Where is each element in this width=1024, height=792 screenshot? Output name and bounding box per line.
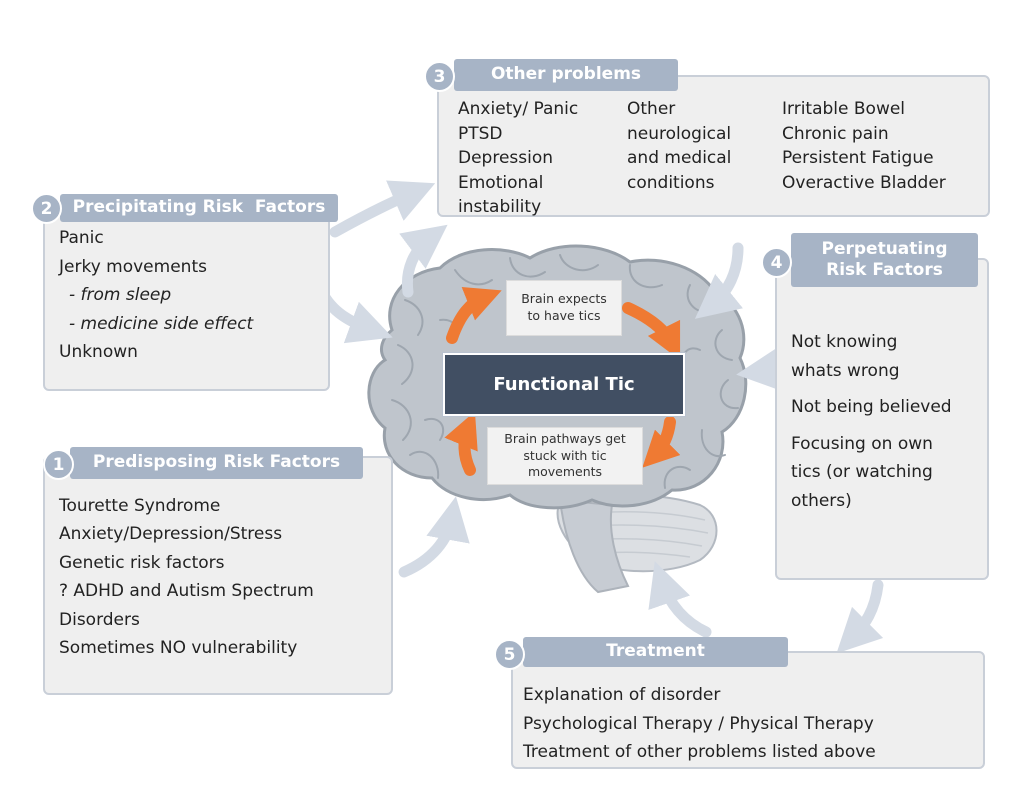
perpetuating-header: Perpetuating Risk Factors — [791, 233, 978, 287]
cycle-arrow-top-right — [622, 302, 681, 361]
step-4-number: 4 — [770, 252, 783, 273]
perpetuating-item2: Not being believed — [791, 397, 952, 417]
list-item: neurological — [627, 123, 732, 144]
list-item: ? ADHD and Autism Spectrum — [59, 581, 314, 602]
list-item: PTSD — [458, 123, 503, 144]
list-item: Emotional — [458, 172, 544, 193]
arrow-3-to-brain — [694, 242, 744, 319]
arrow-brain-to-3 — [399, 224, 448, 298]
list-item: Tourette Syndrome — [59, 496, 221, 516]
step-5-badge: 5 — [494, 639, 525, 670]
list-item: Anxiety/Depression/Stress — [59, 524, 283, 545]
arrow-1-to-brain — [398, 496, 470, 578]
list-item: Sometimes NO vulnerability — [59, 638, 298, 659]
arrow-4-to-5 — [836, 579, 884, 654]
list-item: instability — [458, 197, 542, 218]
step-5-number: 5 — [503, 644, 516, 665]
list-item: Persistent Fatigue — [782, 148, 934, 169]
perpetuating-item3-line1: Focusing on own — [791, 433, 933, 454]
step-1-badge: 1 — [43, 449, 74, 480]
list-item: Jerky movements — [59, 256, 207, 277]
cycle-arrow-bottom-left — [444, 411, 478, 476]
brain-pathways-line1: Brain pathways get — [504, 430, 626, 446]
list-item: Depression — [458, 148, 554, 169]
functional-tic-box: Functional Tic — [443, 353, 685, 416]
perpetuating-title-line1: Perpetuating — [821, 238, 948, 259]
list-item: Anxiety/ Panic — [458, 99, 579, 119]
other-problems-box: Anxiety/ Panic PTSD Depression Emotional… — [437, 75, 990, 217]
step-2-number: 2 — [40, 198, 53, 219]
arrow-5-to-brain — [648, 561, 712, 638]
list-item: Psychological Therapy / Physical Therapy — [523, 713, 874, 734]
treatment-box: Explanation of disorder Psychological Th… — [511, 651, 985, 769]
treatment-list: Explanation of disorder Psychological Th… — [523, 681, 876, 767]
perpetuating-item1-line1: Not knowing — [791, 332, 898, 352]
functional-tic-label: Functional Tic — [493, 374, 635, 395]
brain-pathways-label: Brain pathways get stuck with tic moveme… — [487, 427, 643, 485]
list-item: - medicine side effect — [69, 313, 254, 334]
list-item: Disorders — [59, 609, 140, 630]
other-problems-header: Other problems — [454, 59, 678, 91]
predisposing-box: Tourette Syndrome Anxiety/Depression/Str… — [43, 456, 393, 695]
brain-expects-label: Brain expects to have tics — [506, 280, 622, 336]
step-3-number: 3 — [433, 66, 446, 87]
arrow-2-to-3 — [329, 180, 436, 238]
step-3-badge: 3 — [424, 61, 455, 92]
precipitating-list: Panic Jerky movements - from sleep - med… — [59, 224, 253, 367]
list-item: - from sleep — [69, 285, 172, 305]
brain-stem-shape — [558, 498, 630, 594]
arrow-4-to-brain — [736, 347, 783, 392]
perpetuating-title-line2: Risk Factors — [826, 260, 943, 280]
predisposing-header: Predisposing Risk Factors — [70, 447, 363, 479]
list-item: Unknown — [59, 342, 138, 362]
perpetuating-content: Not knowing whats wrong Not being believ… — [791, 328, 952, 515]
brain-expects-line2: to have tics — [527, 308, 601, 323]
other-problems-col2: Other neurological and medical condition… — [627, 97, 731, 195]
perpetuating-item1-line2: whats wrong — [791, 360, 900, 381]
precipitating-title: Precipitating Risk Factors — [72, 197, 326, 218]
list-item: Overactive Bladder — [782, 172, 946, 193]
list-item: Other — [627, 99, 676, 119]
precipitating-box: Panic Jerky movements - from sleep - med… — [43, 210, 330, 391]
cycle-arrow-top-left — [446, 286, 502, 344]
list-item: Genetic risk factors — [59, 552, 225, 573]
list-item: conditions — [627, 172, 715, 193]
perpetuating-item3-line2: tics (or watching — [791, 462, 933, 482]
treatment-title: Treatment — [606, 641, 705, 662]
perpetuating-item3-line3: others) — [791, 490, 852, 511]
step-2-badge: 2 — [31, 193, 62, 224]
brain-expects-line1: Brain expects — [521, 291, 607, 307]
cycle-arrow-bottom-right — [642, 416, 681, 468]
list-item: Irritable Bowel — [782, 99, 906, 119]
list-item: Panic — [59, 228, 104, 248]
list-item: Chronic pain — [782, 123, 889, 144]
other-problems-title: Other problems — [490, 64, 642, 85]
list-item: and medical — [627, 148, 732, 169]
predisposing-title: Predisposing Risk Factors — [92, 452, 341, 473]
brain-pathways-line2: stuck with tic — [523, 447, 607, 463]
brain-pathways-line3: movements — [527, 464, 603, 480]
predisposing-list: Tourette Syndrome Anxiety/Depression/Str… — [59, 492, 314, 662]
list-item: Treatment of other problems listed above — [523, 742, 876, 762]
perpetuating-box: Not knowing whats wrong Not being believ… — [775, 258, 989, 580]
treatment-header: Treatment — [523, 637, 788, 667]
list-item: Explanation of disorder — [523, 685, 721, 705]
other-problems-col3: Irritable Bowel Chronic pain Persistent … — [782, 97, 946, 195]
precipitating-header: Precipitating Risk Factors — [60, 194, 338, 222]
step-1-number: 1 — [52, 454, 65, 475]
other-problems-col1: Anxiety/ Panic PTSD Depression Emotional… — [458, 97, 578, 220]
step-4-badge: 4 — [761, 247, 792, 278]
